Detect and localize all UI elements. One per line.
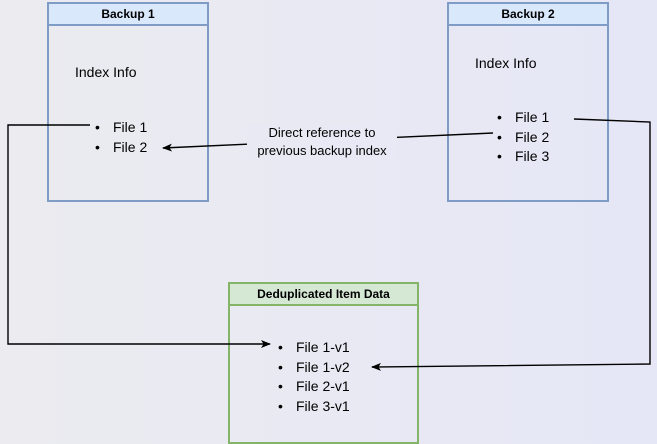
dedup-node[interactable]: Deduplicated Item Data •File 1-v1 •File …	[228, 282, 419, 444]
edge-label-direct-reference: Direct reference to previous backup inde…	[247, 124, 397, 160]
backup2-title: Backup 2	[449, 4, 607, 26]
backup1-title: Backup 1	[49, 4, 207, 26]
dedup-item-list: •File 1-v1 •File 1-v2 •File 2-v1 •File 3…	[278, 338, 350, 416]
backup1-file-list: •File 1 •File 2	[95, 118, 147, 157]
list-item: •File 2-v1	[278, 377, 350, 397]
bullet-icon: •	[278, 358, 283, 375]
list-item: •File 1	[95, 118, 147, 138]
list-item: •File 1-v2	[278, 358, 350, 378]
edge-backup2-file1-to-file1v2	[371, 118, 651, 371]
dedup-title: Deduplicated Item Data	[230, 284, 417, 306]
bullet-icon: •	[95, 119, 100, 135]
backup1-node[interactable]: Backup 1 Index Info •File 1 •File 2	[47, 2, 209, 202]
backup1-index-label: Index Info	[75, 64, 137, 80]
list-item: •File 3	[497, 147, 549, 167]
list-item: •File 2	[95, 138, 147, 158]
list-item: •File 1-v1	[278, 338, 350, 358]
bullet-icon: •	[95, 138, 100, 155]
bullet-icon: •	[497, 128, 502, 145]
backup2-node[interactable]: Backup 2 Index Info •File 1 •File 2 •Fil…	[447, 2, 609, 202]
bullet-icon: •	[497, 148, 502, 164]
backup2-index-label: Index Info	[475, 55, 537, 71]
bullet-icon: •	[278, 339, 283, 355]
list-item: •File 3-v1	[278, 397, 350, 417]
bullet-icon: •	[278, 378, 283, 394]
backup2-file-list: •File 1 •File 2 •File 3	[497, 108, 549, 167]
edge-backup1-file1-to-file1v1	[7, 124, 271, 348]
bullet-icon: •	[278, 397, 283, 414]
list-item: •File 2	[497, 128, 549, 148]
bullet-icon: •	[497, 109, 502, 125]
list-item: •File 1	[497, 108, 549, 128]
